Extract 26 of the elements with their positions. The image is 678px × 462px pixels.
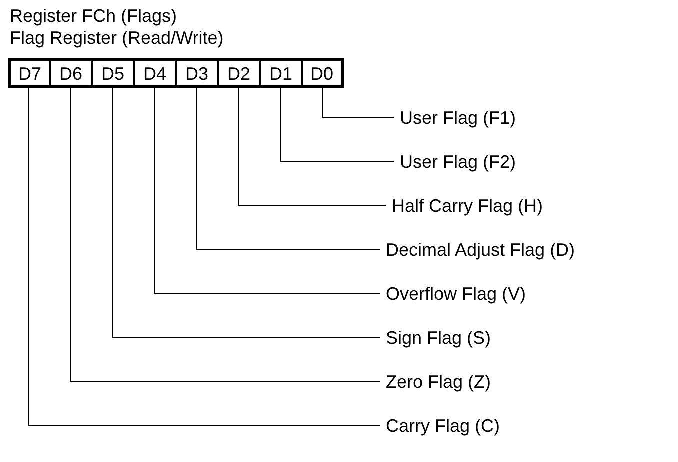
bit-cell: D3 xyxy=(176,58,218,88)
flag-label: Half Carry Flag (H) xyxy=(392,196,544,216)
flag-label: Decimal Adjust Flag (D) xyxy=(386,240,576,260)
bit-cell: D6 xyxy=(50,58,92,88)
leader-line xyxy=(112,88,380,338)
leader-line xyxy=(322,88,394,118)
register-title: Register FCh (Flags) xyxy=(10,6,178,26)
leader-line xyxy=(196,88,380,250)
flag-label: Carry Flag (C) xyxy=(386,416,500,436)
flag-label: Zero Flag (Z) xyxy=(386,372,492,392)
flag-label: User Flag (F1) xyxy=(400,108,516,128)
bit-cell: D4 xyxy=(134,58,176,88)
flag-label: Overflow Flag (V) xyxy=(386,284,526,304)
leader-line xyxy=(280,88,394,162)
flag-label: User Flag (F2) xyxy=(400,152,516,172)
flag-label: Sign Flag (S) xyxy=(386,328,492,348)
leader-line xyxy=(28,88,380,426)
bit-cell: D0 xyxy=(302,58,344,88)
bit-cell: D1 xyxy=(260,58,302,88)
bit-cell: D5 xyxy=(92,58,134,88)
bit-cell: D7 xyxy=(8,58,50,88)
leader-line xyxy=(238,88,386,206)
leader-line xyxy=(154,88,380,294)
leader-line xyxy=(70,88,380,382)
bit-cell: D2 xyxy=(218,58,260,88)
register-subtitle: Flag Register (Read/Write) xyxy=(10,28,224,48)
